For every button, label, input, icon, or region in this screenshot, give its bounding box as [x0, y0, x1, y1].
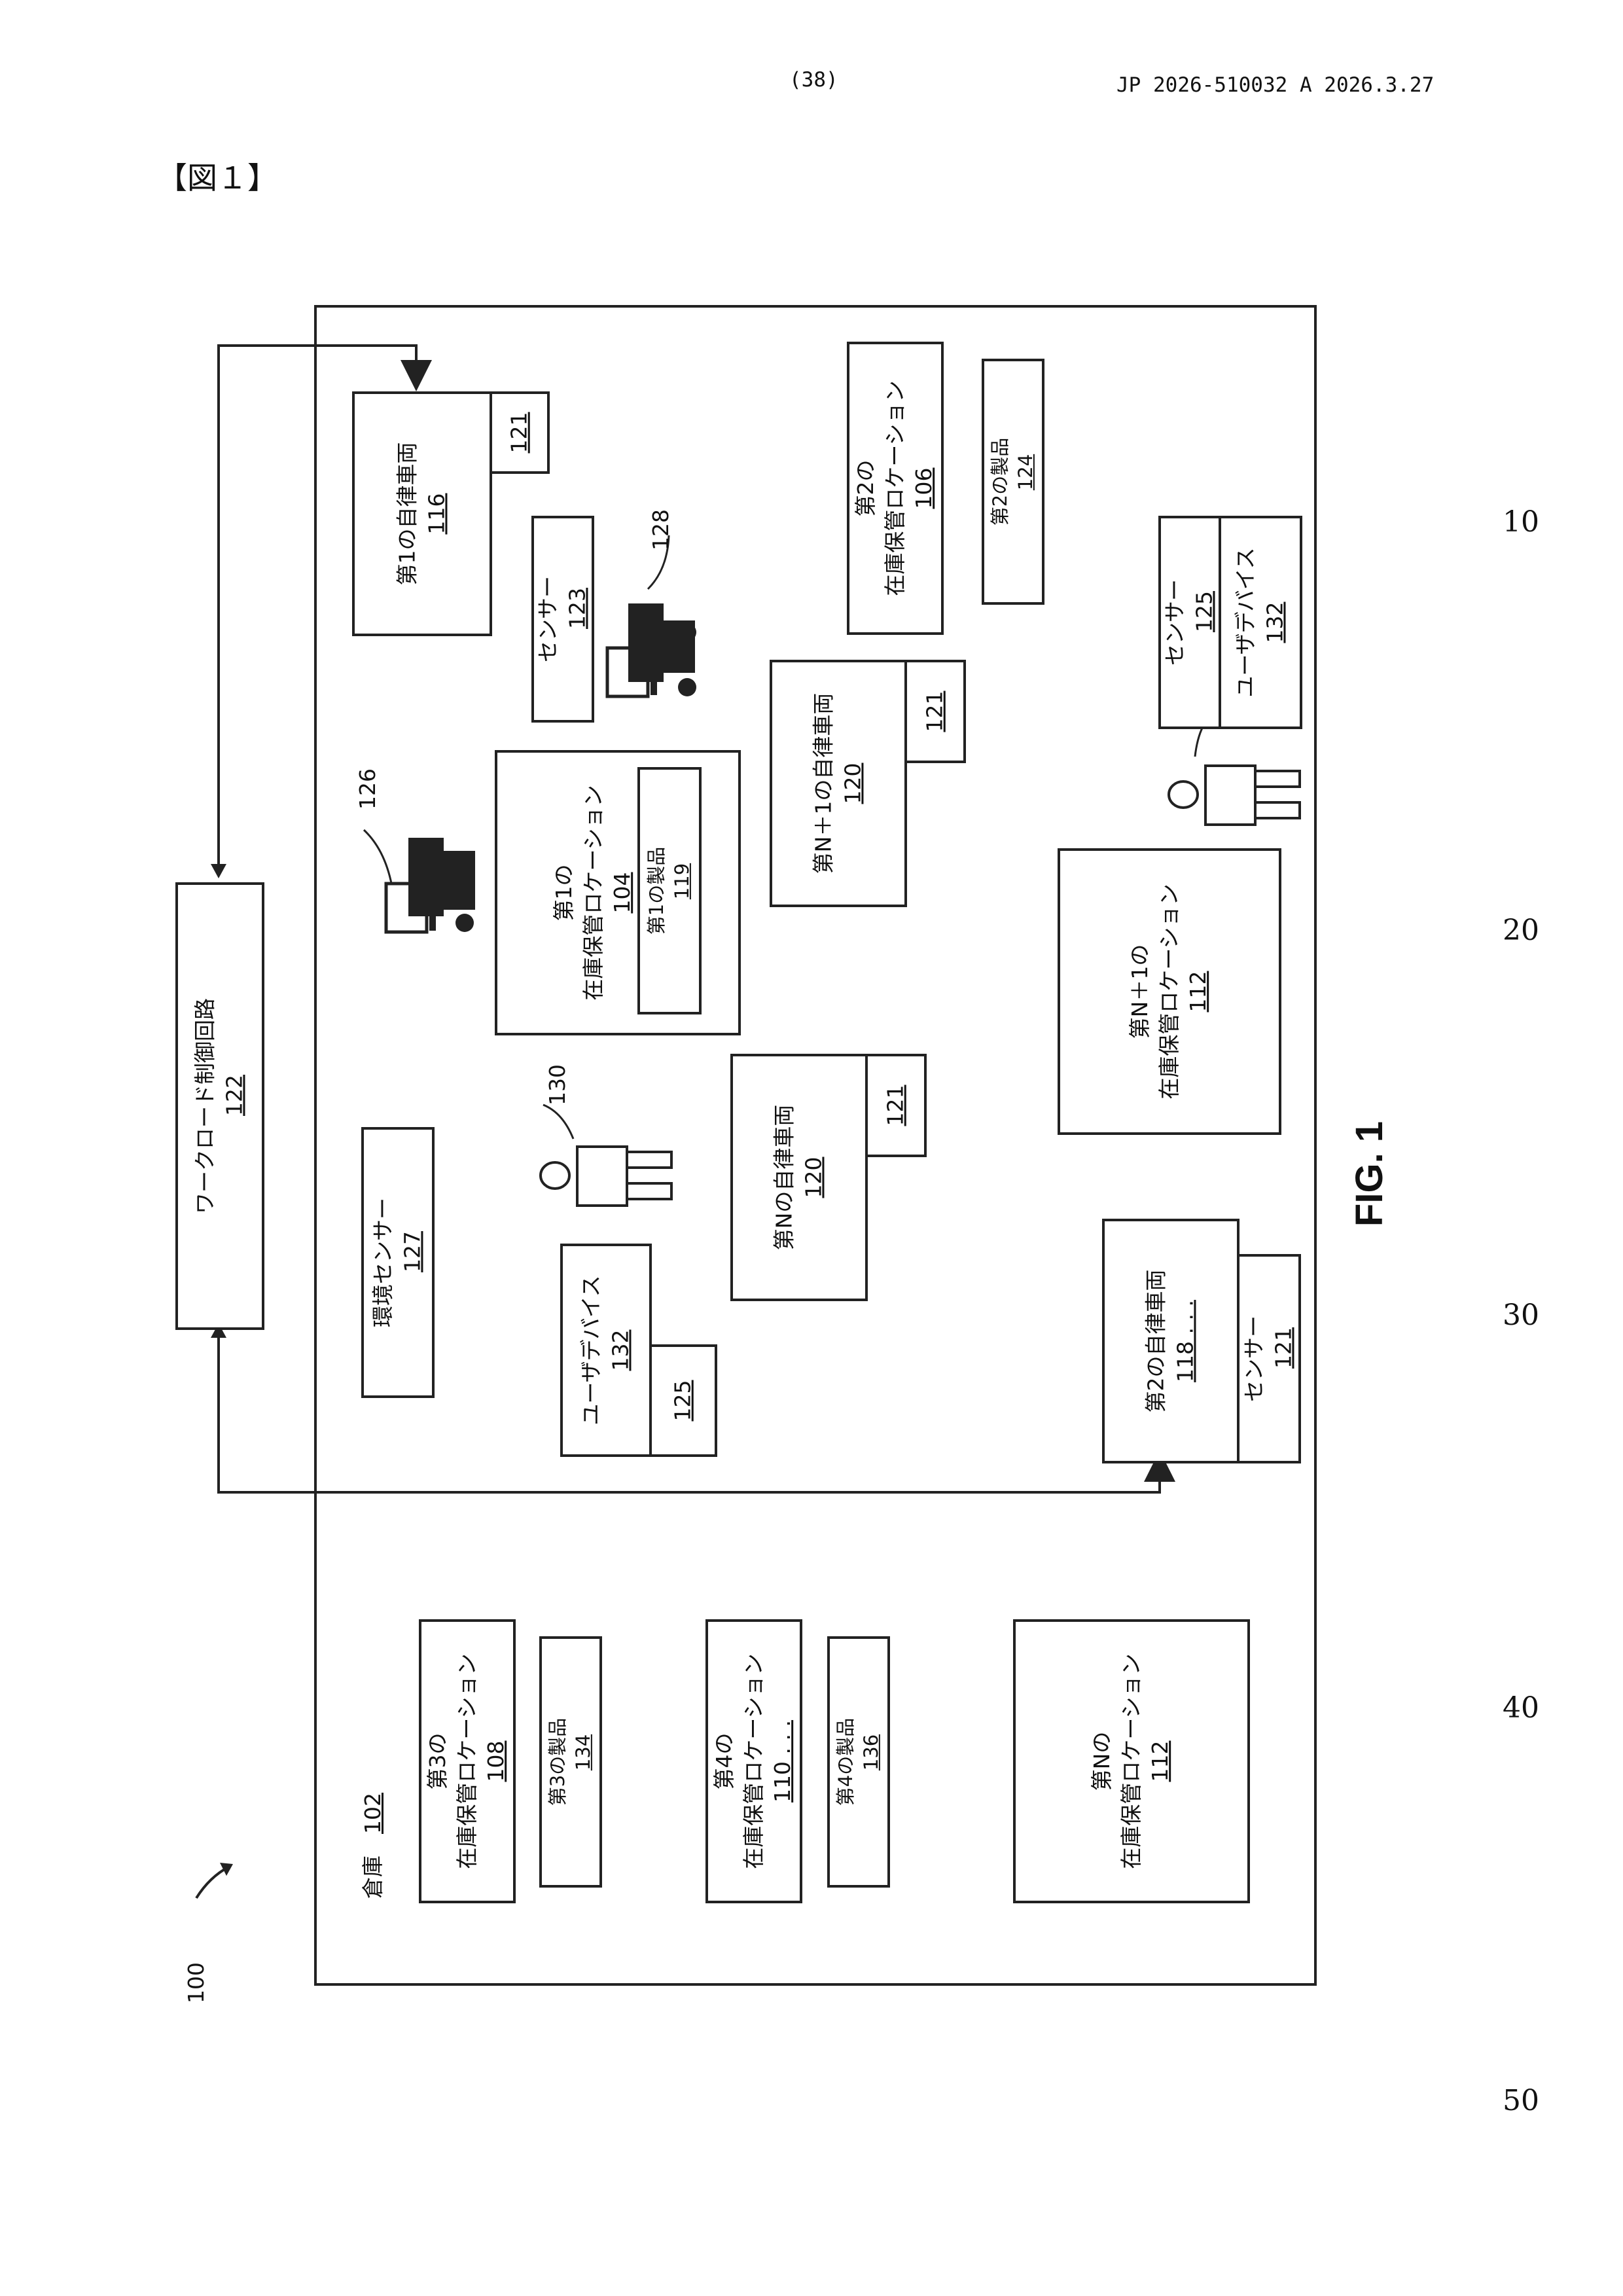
locN-line2: 在庫保管ロケーション	[1117, 1653, 1147, 1869]
av1-tag: 121	[505, 412, 535, 454]
av1-num: 116	[422, 442, 452, 586]
prod3-num: 134	[572, 1734, 594, 1770]
locN1-line2: 在庫保管ロケーション	[1155, 884, 1185, 1099]
ref-arrowhead-100	[220, 1863, 233, 1876]
loc1-num: 104	[608, 785, 637, 1000]
fourth-storage-location: 第4の在庫保管ロケーション110 . . .	[705, 1619, 802, 1903]
locN1-line1: 第N＋1の	[1126, 884, 1155, 1099]
leader-126	[364, 830, 393, 890]
second-product: 第2の製品 124	[982, 359, 1044, 605]
workload-num: 122	[221, 1075, 247, 1116]
ref-128: 128	[648, 509, 673, 550]
ref-arrow-100	[196, 1867, 229, 1898]
avN1-tag: 121	[921, 691, 950, 732]
ref-130: 130	[544, 1064, 570, 1105]
sensor125-top-num: 125	[1191, 591, 1217, 632]
envsensor-label: 環境センサー	[368, 1198, 398, 1327]
person-icon-130	[541, 1147, 671, 1206]
userdev-left-num: 132	[606, 1275, 635, 1425]
av2-sensor-label: センサー	[1240, 1316, 1269, 1402]
sensor123-label: センサー	[533, 576, 563, 662]
locN1-num: 112	[1184, 884, 1213, 1099]
locN-num: 112	[1146, 1653, 1175, 1869]
robot-icon-126	[386, 838, 475, 932]
ref-126: 126	[355, 768, 380, 810]
second-autonomous-vehicle: 第2の自律車両118 . . .	[1102, 1219, 1240, 1463]
loc2-line2: 在庫保管ロケーション	[881, 380, 910, 596]
loc4-num: 110 . . .	[768, 1653, 798, 1869]
first-autonomous-vehicle: 第1の自律車両116	[352, 391, 492, 636]
loc2-num: 106	[910, 380, 939, 596]
first-product: 第1の製品 119	[637, 767, 702, 1014]
sensor-125-top: センサー 125	[1158, 516, 1221, 729]
user-device-top: ユーザデバイス132	[1219, 516, 1302, 729]
envsensor-num: 127	[399, 1231, 425, 1272]
prod2-label: 第2の製品	[988, 438, 1013, 526]
userdev-top-num: 132	[1260, 547, 1290, 697]
prod4-label: 第4の製品	[833, 1718, 859, 1806]
n-plus-1-storage-location: 第N＋1の在庫保管ロケーション112	[1058, 848, 1281, 1135]
prod2-num: 124	[1014, 454, 1037, 490]
robot-icon-128	[607, 603, 696, 696]
fourth-product: 第4の製品 136	[827, 1636, 890, 1888]
avN1-num: 120	[838, 693, 868, 874]
av2-label: 第2の自律車両	[1141, 1270, 1171, 1413]
second-storage-location: 第2の在庫保管ロケーション106	[847, 342, 944, 635]
av1-label: 第1の自律車両	[393, 442, 422, 586]
userdev-top-label: ユーザデバイス	[1231, 547, 1260, 697]
loc3-num: 108	[482, 1653, 511, 1869]
third-storage-location: 第3の在庫保管ロケーション108	[419, 1619, 516, 1903]
figure-caption: FIG. 1	[1347, 1121, 1391, 1227]
av-n: 第Nの自律車両120	[730, 1054, 868, 1301]
avN-num: 120	[799, 1105, 829, 1251]
arrowhead-workload-top	[211, 864, 226, 878]
loc1-line2: 在庫保管ロケーション	[579, 785, 609, 1000]
loc3-line1: 第3の	[423, 1653, 453, 1869]
av2-tag: 121	[1270, 1327, 1296, 1369]
prod4-num: 136	[860, 1734, 882, 1770]
loc1-line1: 第1の	[550, 785, 579, 1000]
warehouse-label-text: 倉庫	[360, 1856, 385, 1899]
warehouse-num: 102	[360, 1793, 385, 1834]
loc4-line1: 第4の	[710, 1653, 740, 1869]
person-icon-user-top	[1169, 766, 1300, 825]
sensor-123: センサー 123	[531, 516, 594, 723]
user-device-left: ユーザデバイス132	[560, 1244, 652, 1457]
userdev-left-label: ユーザデバイス	[577, 1275, 606, 1425]
sensor123-num: 123	[564, 588, 590, 629]
loc4-line2: 在庫保管ロケーション	[740, 1653, 769, 1869]
ref-100: 100	[183, 1962, 209, 2003]
avN-tag-box: 121	[865, 1054, 927, 1157]
prod1-num: 119	[671, 863, 693, 899]
av2-num: 118 . . .	[1171, 1270, 1200, 1413]
sensor125-top-label: センサー	[1160, 579, 1190, 666]
environment-sensor: 環境センサー 127	[361, 1127, 435, 1398]
workload-control-circuit: ワークロード制御回路 122	[175, 882, 264, 1330]
av1-tag-box: 121	[490, 391, 550, 474]
prod3-label: 第3の製品	[545, 1718, 571, 1806]
avN1-tag-box: 121	[904, 660, 966, 763]
locN-line1: 第Nの	[1088, 1653, 1117, 1869]
loc3-line2: 在庫保管ロケーション	[453, 1653, 482, 1869]
avN-label: 第Nの自律車両	[770, 1105, 799, 1251]
third-product: 第3の製品 134	[539, 1636, 602, 1888]
first-storage-location: 第1の在庫保管ロケーション104	[495, 750, 741, 1035]
workload-label: ワークロード制御回路	[190, 998, 220, 1214]
avN-tag: 121	[882, 1085, 911, 1126]
av-n-plus-1: 第N＋1の自律車両120	[770, 660, 907, 907]
userdev-left-tag: 125	[669, 1380, 698, 1422]
warehouse-label: 倉庫 102	[355, 1793, 387, 1899]
avN1-label: 第N＋1の自律車両	[809, 693, 838, 874]
loc2-line1: 第2の	[851, 380, 881, 596]
userdev-left-tag-box: 125	[649, 1344, 717, 1457]
leader-130	[543, 1105, 573, 1139]
nth-storage-location: 第Nの在庫保管ロケーション112	[1013, 1619, 1250, 1903]
prod1-label: 第1の製品	[644, 847, 669, 935]
av2-sensor-box: センサー 121	[1237, 1254, 1301, 1463]
